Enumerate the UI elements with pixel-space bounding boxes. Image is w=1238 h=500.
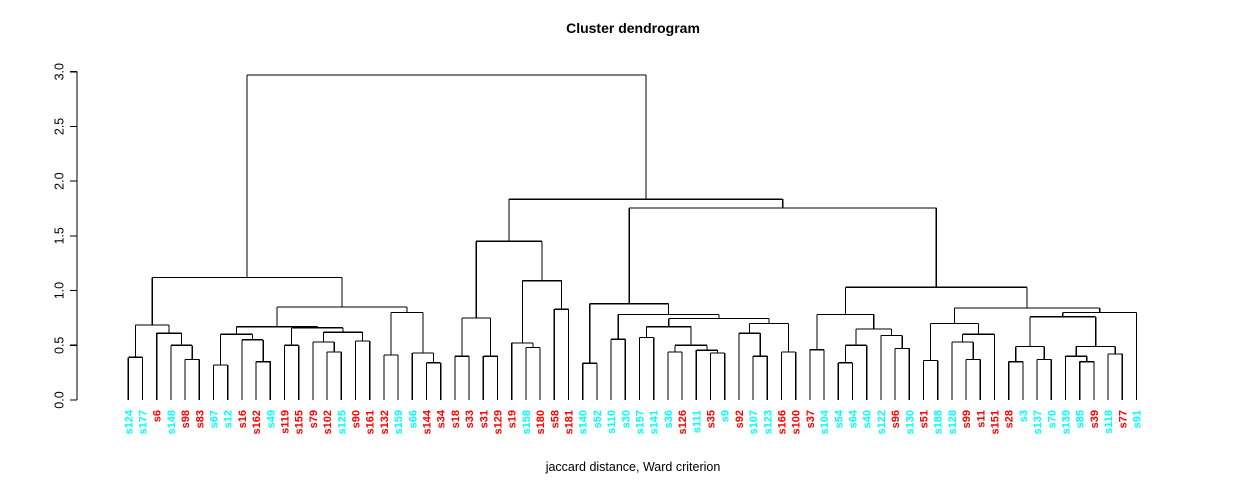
- leaf-label: s161: [365, 410, 377, 434]
- leaf-label: s70: [1046, 410, 1058, 428]
- leaf-label: s83: [194, 410, 206, 428]
- leaf-label: s148: [166, 410, 178, 434]
- y-tick-label: 1.0: [52, 282, 66, 299]
- leaf-label: s130: [904, 410, 916, 434]
- leaf-label: s58: [549, 410, 561, 428]
- leaf-label: s34: [436, 409, 448, 428]
- leaf-label: s110: [606, 410, 618, 434]
- leaf-label: s90: [351, 410, 363, 428]
- leaf-label: s144: [422, 409, 434, 434]
- y-tick-label: 3.0: [52, 63, 66, 80]
- leaf-label: s77: [1117, 410, 1129, 428]
- leaf-label: s157: [635, 410, 647, 434]
- leaf-label: s66: [407, 410, 419, 428]
- leaf-label: s37: [805, 410, 817, 428]
- leaf-label: s188: [933, 410, 945, 434]
- leaf-label: s9: [720, 410, 732, 422]
- leaf-label: s124: [123, 409, 135, 434]
- leaf-label: s111: [691, 410, 703, 433]
- leaf-label: s96: [890, 410, 902, 428]
- leaf-label: s141: [649, 410, 661, 434]
- plot-title: Cluster dendrogram: [566, 20, 700, 36]
- y-tick-label: 2.0: [52, 172, 66, 189]
- leaf-label: s181: [564, 410, 576, 434]
- leaf-label: s162: [251, 410, 263, 434]
- leaf-label: s102: [322, 410, 334, 434]
- leaf-label: s12: [223, 410, 235, 428]
- leaf-label: s54: [833, 409, 845, 428]
- leaf-label: s91: [1132, 410, 1144, 428]
- leaf-label: s19: [507, 410, 519, 428]
- leaf-label: s151: [990, 410, 1002, 434]
- y-tick-label: 0.5: [52, 337, 66, 354]
- leaf-label: s122: [876, 410, 888, 434]
- leaf-label: s177: [138, 410, 150, 434]
- leaf-label: s28: [1004, 410, 1016, 428]
- leaf-label: s158: [521, 410, 533, 434]
- y-tick-label: 2.5: [52, 118, 66, 135]
- leaf-label: s107: [748, 410, 760, 434]
- leaf-label: s126: [677, 410, 689, 434]
- leaf-label: s166: [777, 410, 789, 434]
- leaf-label: s67: [209, 410, 221, 428]
- leaf-label: s100: [791, 410, 803, 434]
- leaf-label: s104: [819, 409, 831, 434]
- leaf-label: s35: [706, 410, 718, 428]
- leaf-label: s139: [1061, 410, 1073, 434]
- leaf-label: s52: [592, 410, 604, 428]
- leaf-label: s49: [265, 410, 277, 428]
- leaf-label: s36: [663, 410, 675, 428]
- leaf-label: s99: [961, 410, 973, 428]
- leaf-label: s31: [478, 410, 490, 428]
- leaf-label: s98: [180, 410, 192, 428]
- leaf-label: s155: [294, 410, 306, 434]
- leaf-label: s16: [237, 410, 249, 428]
- leaf-label: s159: [393, 410, 405, 434]
- leaf-label: s30: [620, 410, 632, 428]
- leaf-label: s180: [535, 410, 547, 434]
- leaf-label: s3: [1018, 410, 1030, 422]
- leaf-label: s40: [862, 410, 874, 428]
- leaf-label: s119: [280, 410, 292, 434]
- leaf-label: s79: [308, 410, 320, 428]
- leaf-label: s11: [975, 410, 987, 428]
- leaf-label: s118: [1103, 410, 1115, 434]
- leaf-label: s18: [450, 410, 462, 428]
- leaf-label: s123: [762, 410, 774, 434]
- x-axis-caption: jaccard distance, Ward criterion: [545, 460, 721, 474]
- leaf-label: s129: [493, 410, 505, 434]
- y-tick-label: 1.5: [52, 227, 66, 244]
- y-tick-label: 0.0: [52, 391, 66, 408]
- leaf-label: s51: [919, 410, 931, 428]
- leaf-label: s132: [379, 410, 391, 434]
- leaf-label: s128: [947, 410, 959, 434]
- leaf-label: s64: [848, 409, 860, 428]
- leaf-label: s85: [1075, 410, 1087, 428]
- leaf-label: s39: [1089, 410, 1101, 428]
- leaf-label: s125: [336, 410, 348, 434]
- leaf-label: s140: [578, 410, 590, 434]
- leaf-label: s137: [1032, 410, 1044, 434]
- leaf-label: s6: [152, 410, 164, 422]
- leaf-label: s92: [734, 410, 746, 428]
- leaf-label: s33: [464, 410, 476, 428]
